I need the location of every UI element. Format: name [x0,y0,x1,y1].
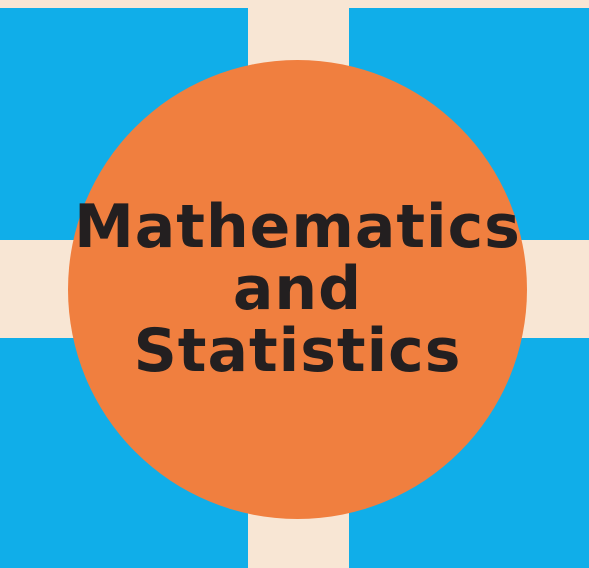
title-line-2: and [232,254,363,324]
title-line-1: Mathematics [74,192,521,262]
orange-circle [68,60,527,519]
title-line-3: Statistics [133,316,462,386]
cover-title: Mathematics and Statistics [68,196,527,382]
